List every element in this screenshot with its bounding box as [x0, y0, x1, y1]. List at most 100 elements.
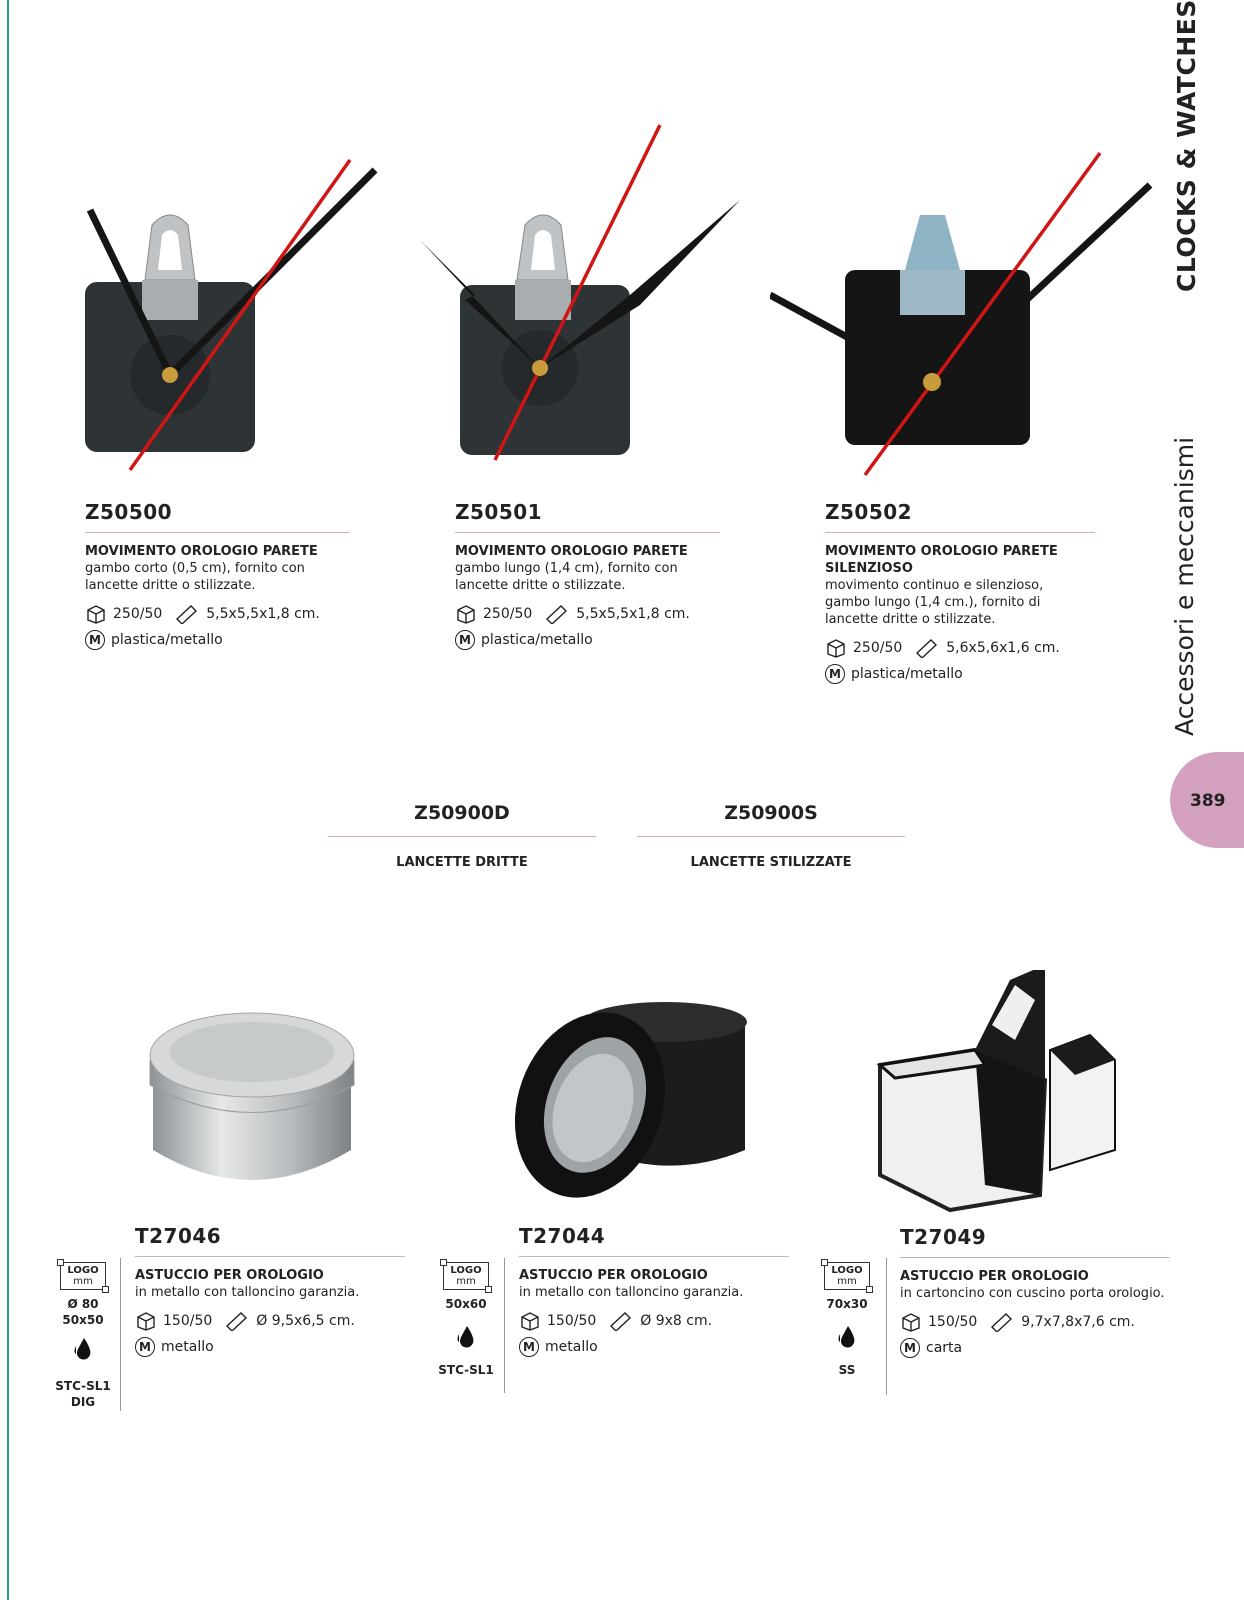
section-subtitle: Accessori e meccanismi: [1170, 436, 1199, 736]
ink-drop-icon: [457, 1326, 474, 1348]
divider: [85, 532, 350, 533]
divider: [328, 836, 596, 837]
print-code: SS: [838, 1363, 856, 1377]
hands-code: Z50900D: [414, 802, 510, 824]
product-desc-line: lancette dritte o stilizzate.: [85, 578, 256, 593]
ruler-icon: [546, 605, 568, 624]
divider: [519, 1256, 789, 1257]
material-value: plastica/metallo: [111, 632, 223, 648]
material-value: metallo: [161, 1339, 214, 1355]
ruler-icon: [916, 639, 938, 658]
size-value: Ø 9x8 cm.: [640, 1313, 713, 1329]
product-title: ASTUCCIO PER OROLOGIO: [900, 1269, 1089, 1284]
material-value: plastica/metallo: [481, 632, 593, 648]
box-icon: [137, 1312, 155, 1331]
product-title: MOVIMENTO OROLOGIO PARETE: [85, 544, 318, 559]
logo-unit: mm: [456, 1276, 476, 1287]
logo-label: LOGO: [450, 1265, 482, 1276]
logo-unit: mm: [73, 1276, 93, 1287]
ruler-icon: [610, 1312, 632, 1331]
product-card-z50500: Z50500 MOVIMENTO OROLOGIO PARETE gambo c…: [85, 500, 350, 650]
material-icon: M: [135, 1337, 155, 1357]
hands-label: LANCETTE STILIZZATE: [690, 855, 852, 870]
clock-movement-image-2: [420, 124, 740, 461]
section-title: CLOCKS & WATCHES: [1172, 0, 1201, 292]
box-icon: [902, 1313, 920, 1332]
product-desc-line: gambo lungo (1,4 cm.), fornito di: [825, 595, 1041, 610]
packaging-value: 250/50: [853, 640, 903, 656]
product-desc: in cartoncino con cuscino porta orologio…: [900, 1286, 1165, 1301]
print-info-t27044: LOGO mm 50x60 STC-SL1: [438, 1259, 494, 1378]
material-icon: M: [900, 1338, 920, 1358]
packaging-value: 250/50: [483, 606, 533, 622]
product-code: Z50502: [825, 500, 913, 524]
material-icon: M: [519, 1337, 539, 1357]
packaging-value: 150/50: [163, 1313, 213, 1329]
hands-option-stylized: Z50900S LANCETTE STILIZZATE: [637, 802, 905, 870]
product-code: Z50501: [455, 500, 543, 524]
logo-unit: mm: [837, 1276, 857, 1287]
logo-area-icon: LOGO mm: [821, 1259, 873, 1293]
clock-movement-image-1: [85, 158, 378, 472]
box-icon: [827, 639, 845, 658]
page-tab: [1170, 752, 1244, 848]
ruler-icon: [176, 605, 198, 624]
product-card-t27049: T27049 ASTUCCIO PER OROLOGIO in cartonci…: [900, 1225, 1200, 1358]
product-card-z50501: Z50501 MOVIMENTO OROLOGIO PARETE gambo l…: [455, 500, 720, 650]
divider: [455, 532, 720, 533]
product-desc-line: lancette dritte o stilizzate.: [825, 612, 996, 627]
material-value: metallo: [545, 1339, 598, 1355]
logo-label: LOGO: [831, 1265, 863, 1276]
product-card-t27044: T27044 ASTUCCIO PER OROLOGIO in metallo …: [519, 1224, 789, 1357]
logo-area-icon: LOGO mm: [440, 1259, 492, 1293]
print-code: DIG: [70, 1395, 96, 1409]
print-info-t27049: LOGO mm 70x30 SS: [819, 1259, 875, 1378]
product-code: Z50500: [85, 500, 173, 524]
material-icon: M: [455, 630, 475, 650]
product-title: ASTUCCIO PER OROLOGIO: [519, 1268, 708, 1283]
product-desc-line: lancette dritte o stilizzate.: [455, 578, 626, 593]
packaging-value: 150/50: [928, 1314, 978, 1330]
logo-size: Ø 80: [67, 1297, 99, 1311]
hands-code: Z50900S: [724, 802, 818, 824]
box-icon: [457, 605, 475, 624]
separator: [886, 1258, 887, 1395]
ruler-icon: [226, 1312, 248, 1331]
page-number: 389: [1190, 791, 1226, 811]
logo-area-icon: LOGO mm: [57, 1259, 109, 1293]
product-desc-line: gambo lungo (1,4 cm), fornito con: [455, 561, 678, 576]
product-title: MOVIMENTO OROLOGIO PARETE: [825, 544, 1058, 559]
separator: [504, 1258, 505, 1393]
packaging-value: 150/50: [547, 1313, 597, 1329]
box-icon: [87, 605, 105, 624]
logo-label: LOGO: [67, 1265, 99, 1276]
black-tin-image: [515, 1002, 747, 1198]
page-edge-line: [7, 0, 9, 1600]
material-value: carta: [926, 1340, 963, 1356]
logo-size: 50x50: [62, 1313, 104, 1327]
box-icon: [521, 1312, 539, 1331]
product-code: T27049: [900, 1225, 987, 1249]
divider: [900, 1257, 1170, 1258]
product-desc-line: gambo corto (0,5 cm), fornito con: [85, 561, 305, 576]
clock-movement-image-3: [770, 151, 1153, 477]
divider: [825, 532, 1095, 533]
separator: [120, 1258, 121, 1411]
product-code: T27044: [519, 1224, 606, 1248]
size-value: 5,6x5,6x1,6 cm.: [946, 640, 1060, 656]
size-value: 5,5x5,5x1,8 cm.: [576, 606, 690, 622]
ruler-icon: [991, 1313, 1013, 1332]
metal-tin-image: [149, 1012, 355, 1180]
size-value: Ø 9,5x6,5 cm.: [256, 1313, 355, 1329]
material-icon: M: [85, 630, 105, 650]
product-desc: in metallo con talloncino garanzia.: [519, 1285, 744, 1300]
size-value: 9,7x7,8x7,6 cm.: [1021, 1314, 1135, 1330]
print-code: STC-SL1: [438, 1363, 494, 1377]
product-code: T27046: [135, 1224, 222, 1248]
material-icon: M: [825, 664, 845, 684]
product-card-z50502: Z50502 MOVIMENTO OROLOGIO PARETE SILENZI…: [825, 500, 1100, 684]
divider: [637, 836, 905, 837]
product-desc-line: movimento continuo e silenzioso,: [825, 578, 1044, 593]
hands-label: LANCETTE DRITTE: [396, 855, 528, 870]
product-desc: in metallo con talloncino garanzia.: [135, 1285, 360, 1300]
